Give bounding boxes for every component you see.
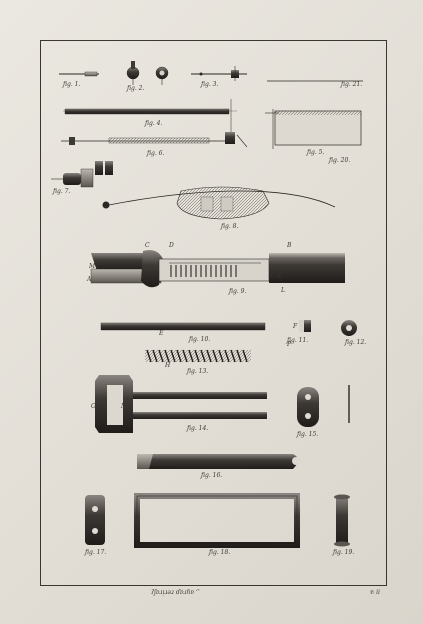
fig-frame-box — [265, 109, 362, 149]
reference-letter: K — [277, 273, 282, 280]
figure-label: ƒig. 1. — [63, 81, 81, 88]
fig-pin-tool — [59, 71, 99, 77]
fig-handle-frame — [95, 375, 267, 433]
figure-label: ƒig. 20. — [329, 157, 351, 164]
fig-screw-knob-a — [126, 61, 140, 85]
figure-label: ƒig. 3. — [201, 81, 219, 88]
fig-flat-bar — [137, 454, 300, 469]
figure-label: ƒig. 8. — [221, 223, 239, 230]
reference-letter: P — [287, 341, 292, 348]
figure-label: ƒig. 10. — [189, 336, 211, 343]
figure-label: ƒig. 13. — [187, 368, 209, 375]
figure-label: ƒig. 12. — [345, 339, 367, 346]
plate-caption: ʔʃɐɹᴉɹəɹ ɗɐɹɦɐ ‘’ — [151, 589, 200, 596]
reference-letter: M — [89, 263, 96, 270]
reference-letter: N — [121, 403, 127, 410]
figure-label: ƒig. 18. — [209, 549, 231, 556]
figure-label: ƒig. 11. — [287, 337, 309, 344]
figure-label: ƒig. 5. — [307, 149, 325, 156]
reference-letter: E — [159, 330, 164, 337]
reference-letter: L — [281, 287, 285, 294]
fig-long-bar-upper — [63, 99, 237, 137]
figure-label: ƒig. 2. — [127, 85, 145, 92]
figure-label: ƒig. 15. — [297, 431, 319, 438]
reference-letter: D — [169, 242, 174, 249]
fig-open-frame — [134, 493, 300, 548]
fig-small-block — [299, 320, 311, 332]
figure-label: ƒig. 16. — [201, 472, 223, 479]
fig-rod — [100, 322, 266, 331]
fig-long-bar-lower — [61, 132, 248, 148]
plate-number: ℗ ⅱ — [369, 589, 380, 596]
plate-illustration — [51, 61, 363, 548]
figure-label: ƒig. 4. — [145, 120, 163, 127]
fig-small-assembly — [51, 161, 113, 188]
reference-letter: G — [271, 273, 276, 280]
reference-letter: C — [145, 242, 150, 249]
fig-spool — [334, 494, 350, 547]
figure-label: ƒig. 17. — [85, 549, 107, 556]
fig-spring — [145, 349, 251, 363]
fig-washer — [341, 320, 357, 336]
fig-main-mechanism — [90, 250, 345, 288]
engraving-plate: ƒig. 1. ƒig. 2. ƒig. 3. ƒig. 4. ƒig. 5. … — [40, 40, 387, 596]
figure-label: ƒig. 6. — [147, 150, 165, 157]
fig-ring-plate — [297, 387, 319, 427]
figure-label: ƒig. 7. — [53, 188, 71, 195]
figure-label: ƒig. 21. — [341, 81, 363, 88]
reference-letter: O — [91, 403, 96, 410]
fig-screw-knob-b — [155, 66, 169, 85]
fig-end-plate — [85, 495, 105, 545]
reference-letter: A — [87, 276, 92, 283]
reference-letter: H — [165, 362, 171, 369]
figure-label: ƒig. 19. — [333, 549, 355, 556]
fig-cord-with-hood — [102, 186, 336, 220]
reference-letter: B — [287, 242, 292, 249]
reference-letter: F — [293, 323, 298, 330]
fig-clamp-rod — [191, 66, 247, 81]
figure-label: ƒig. 14. — [187, 425, 209, 432]
figure-label: ƒig. 9. — [229, 288, 247, 295]
